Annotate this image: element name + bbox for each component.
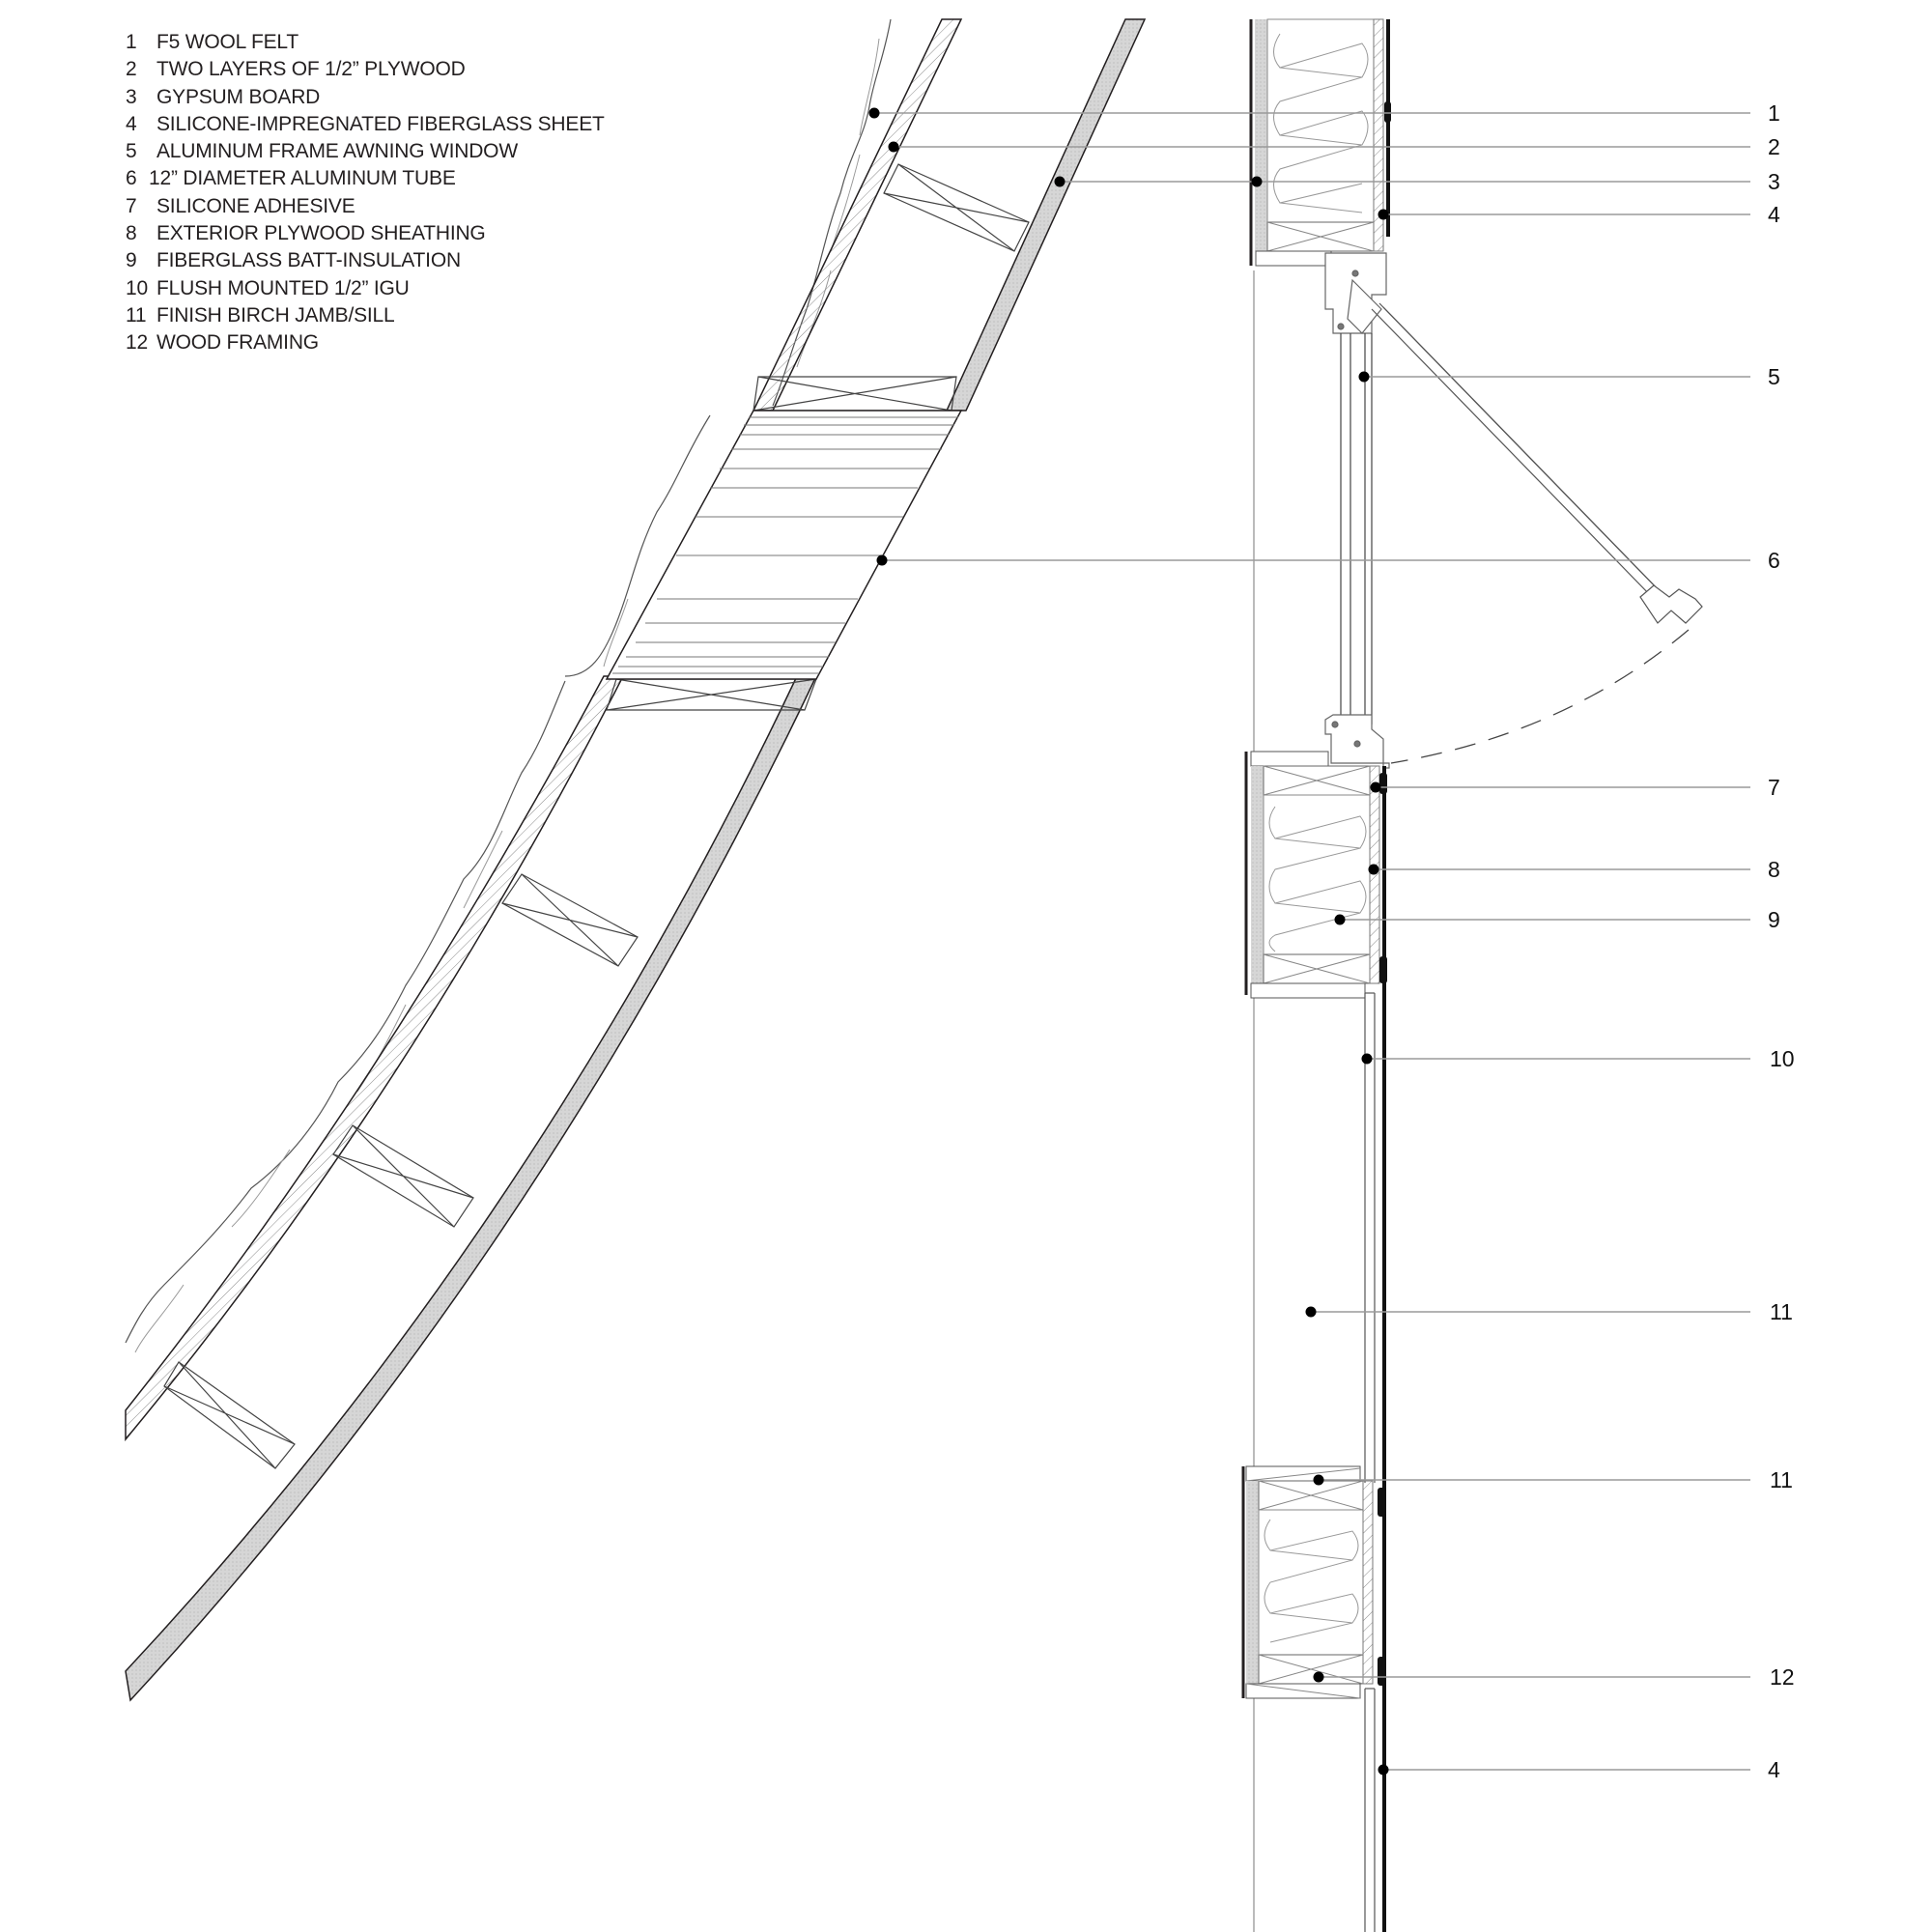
curved-wall-section [125, 18, 1147, 1702]
legend-text: GYPSUM BOARD [156, 85, 321, 108]
callout-leaders [874, 112, 1750, 1771]
aluminum-tube [605, 410, 963, 680]
callout-dots [868, 107, 1389, 1776]
callout-dot-7 [1370, 781, 1381, 793]
callout-label-11: 11 [1770, 1299, 1793, 1324]
callout-dot-3 [1054, 176, 1065, 187]
legend-text: F5 WOOL FELT [156, 31, 298, 53]
callout-label-9: 9 [1768, 907, 1780, 932]
callout-label-5: 5 [1768, 364, 1780, 389]
legend-text: FIBERGLASS BATT-INSULATION [156, 249, 461, 272]
callout-label-7: 7 [1768, 775, 1780, 800]
callout-label-2: 2 [1768, 134, 1780, 159]
callout-dot-11 [1305, 1306, 1317, 1318]
legend-number: 10 [126, 276, 148, 299]
callout-label-4: 4 [1768, 202, 1780, 227]
legend-item: 9 FIBERGLASS BATT-INSULATION [126, 247, 605, 274]
legend-number: 7 [126, 194, 137, 217]
callout-label-8: 8 [1768, 857, 1780, 882]
legend-number: 9 [126, 249, 137, 272]
callout-dot-9 [1334, 914, 1346, 925]
legend-item: 1 F5 WOOL FELT [126, 29, 605, 56]
callout-dot-5 [1358, 371, 1370, 383]
callout-dot-6 [876, 554, 888, 566]
legend-text: FINISH BIRCH JAMB/SILL [156, 303, 395, 327]
legend-number: 3 [126, 85, 137, 108]
fixed-glazing [1340, 333, 1373, 724]
flush-igu [1364, 992, 1376, 1932]
callout-label-4b: 4 [1768, 1757, 1780, 1782]
legend-item: 12 WOOD FRAMING [126, 329, 605, 356]
wall-block-bottom [1241, 1465, 1385, 1699]
callout-label-1: 1 [1768, 100, 1780, 126]
callout-dot-1 [868, 107, 880, 119]
legend-number: 1 [126, 31, 137, 53]
callout-label-3: 3 [1768, 169, 1780, 194]
legend-item: 6 12” DIAMETER ALUMINUM TUBE [126, 165, 605, 192]
swing-arc [1390, 629, 1690, 764]
callout-label-6: 6 [1768, 548, 1780, 573]
legend-number: 11 [126, 303, 147, 327]
legend-number: 2 [126, 58, 137, 81]
callout-dot-8 [1368, 864, 1379, 875]
legend-text: FLUSH MOUNTED 1/2” IGU [156, 276, 410, 299]
legend-item: 2 TWO LAYERS OF 1/2” PLYWOOD [126, 56, 605, 83]
legend-item: 10 FLUSH MOUNTED 1/2” IGU [126, 275, 605, 302]
legend-number: 5 [126, 140, 137, 163]
callout-label-11b: 11 [1770, 1467, 1793, 1492]
legend-text: 12” DIAMETER ALUMINUM TUBE [149, 167, 456, 190]
callout-dot-11b [1313, 1474, 1324, 1486]
legend: 1 F5 WOOL FELT 2 TWO LAYERS OF 1/2” PLYWOO… [126, 29, 605, 357]
legend-text: WOOD FRAMING [156, 331, 319, 355]
callout-dot-3b [1251, 176, 1263, 187]
legend-item: 5 ALUMINUM FRAME AWNING WINDOW [126, 138, 605, 165]
callout-dot-4 [1378, 209, 1389, 220]
wall-block-middle [1244, 751, 1387, 1932]
callout-label-12: 12 [1770, 1664, 1795, 1690]
legend-text: SILICONE-IMPREGNATED FIBERGLASS SHEET [156, 112, 605, 135]
legend-item: 3 GYPSUM BOARD [126, 84, 605, 111]
legend-number: 4 [126, 112, 137, 135]
awning-sash [1371, 302, 1703, 624]
legend-text: SILICONE ADHESIVE [156, 194, 355, 217]
legend-item: 4 SILICONE-IMPREGNATED FIBERGLASS SHEET [126, 111, 605, 138]
callout-dot-2 [888, 141, 899, 153]
legend-text: ALUMINUM FRAME AWNING WINDOW [156, 140, 518, 163]
window-frame-head [1324, 252, 1387, 334]
legend-item: 11 FINISH BIRCH JAMB/SILL [126, 302, 605, 329]
legend-text: EXTERIOR PLYWOOD SHEATHING [156, 222, 486, 245]
callout-dot-4b [1378, 1764, 1389, 1776]
callout-dot-12 [1313, 1671, 1324, 1683]
straight-wall-section [1241, 18, 1703, 1932]
legend-number: 6 [126, 167, 137, 190]
callout-label-10: 10 [1770, 1046, 1795, 1071]
legend-text: TWO LAYERS OF 1/2” PLYWOOD [156, 58, 466, 81]
wall-block-top [1249, 18, 1391, 267]
callout-dot-10 [1361, 1053, 1373, 1065]
legend-item: 7 SILICONE ADHESIVE [126, 193, 605, 220]
window-frame-sill [1324, 714, 1390, 769]
legend-item: 8 EXTERIOR PLYWOOD SHEATHING [126, 220, 605, 247]
legend-number: 8 [126, 222, 137, 245]
legend-number: 12 [126, 331, 148, 355]
